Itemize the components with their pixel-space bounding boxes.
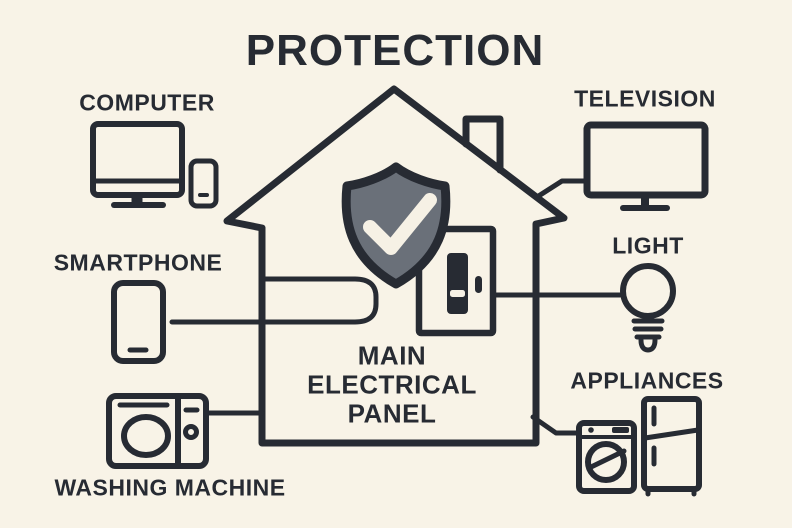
smartphone-icon bbox=[111, 280, 166, 364]
panel-switch-slot bbox=[450, 290, 465, 297]
connector-wires bbox=[169, 178, 623, 436]
wire-smartphone bbox=[169, 276, 379, 325]
appliances-label: APPLIANCES bbox=[570, 367, 724, 394]
page-title: PROTECTION bbox=[245, 26, 545, 75]
wire-appliances bbox=[530, 414, 581, 436]
wire-television bbox=[534, 178, 589, 200]
panel-handle bbox=[475, 276, 482, 293]
television-icon bbox=[583, 121, 709, 211]
main-electrical-panel-label: MAIN ELECTRICAL PANEL bbox=[307, 340, 477, 429]
shield-checkmark-icon bbox=[341, 162, 451, 289]
panel-label-line-3: PANEL bbox=[347, 398, 437, 429]
chimney-icon bbox=[462, 115, 504, 174]
light-bulb-icon bbox=[620, 263, 676, 353]
electrical-panel-icon bbox=[415, 225, 497, 337]
panel-switch bbox=[447, 253, 468, 314]
washing-machine-icon bbox=[106, 393, 209, 469]
smartphone-label: SMARTPHONE bbox=[53, 249, 223, 276]
washer-and-fridge-icon bbox=[576, 396, 702, 497]
house-outline-icon bbox=[223, 85, 568, 447]
panel-label-line-2: ELECTRICAL bbox=[307, 369, 477, 400]
panel-label-line-1: MAIN bbox=[357, 340, 427, 371]
checkmark-icon bbox=[363, 193, 437, 255]
monitor-and-phone-icon bbox=[90, 121, 219, 209]
light-label: LIGHT bbox=[612, 232, 684, 259]
washing-machine-label: WASHING MACHINE bbox=[54, 474, 286, 501]
television-label: TELEVISION bbox=[574, 85, 716, 112]
computer-label: COMPUTER bbox=[79, 89, 215, 116]
